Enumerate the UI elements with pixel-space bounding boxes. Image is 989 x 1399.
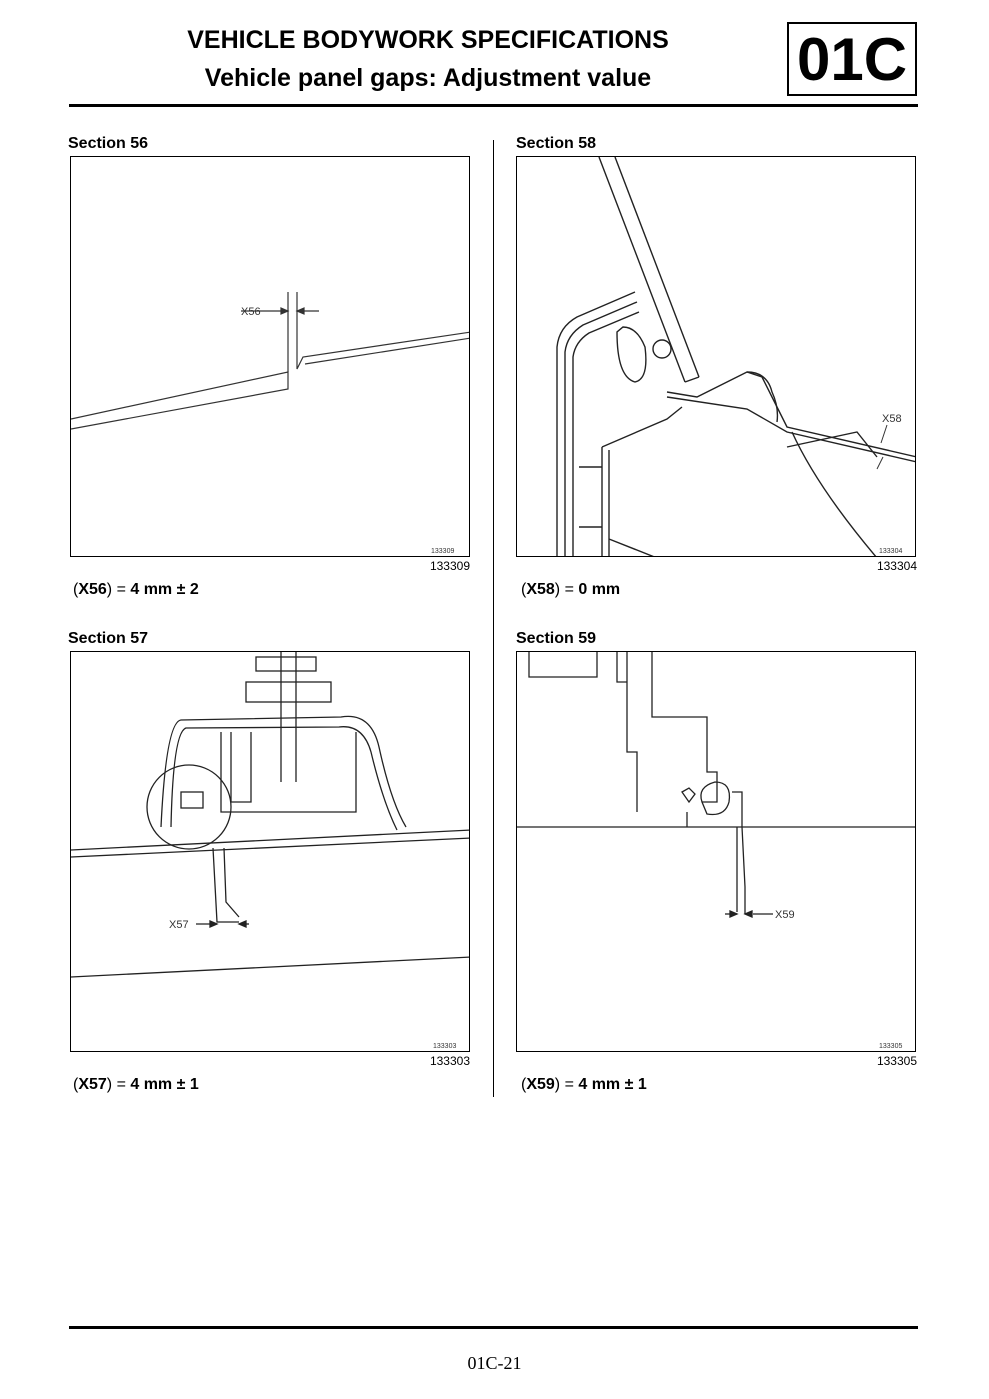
section-58-spec: (X58) = 0 mm (521, 581, 621, 598)
section-56-spec: (X56) = 4 mm ± 2 (73, 581, 199, 598)
column-divider (493, 140, 494, 1097)
section-59-diagram: X59 133305 (517, 652, 915, 1050)
section-57-label: Section 57 (68, 630, 149, 647)
section-57-figure-number: 133303 (429, 1054, 470, 1068)
section-58-stamp: 133304 (879, 548, 902, 555)
section-56-stamp: 133309 (431, 548, 454, 555)
x59-gap-name: X59 (526, 1076, 555, 1093)
footer-rule (69, 1326, 918, 1329)
section-59-stamp: 133305 (879, 1043, 902, 1050)
x59-callout: X59 (775, 909, 795, 921)
section-58-figure-number: 133304 (876, 559, 917, 573)
x56-callout: X56 (241, 306, 261, 318)
section-56-diagram: X56 133309 (71, 292, 469, 555)
section-57-stamp: 133303 (433, 1043, 456, 1050)
header-rule (69, 104, 918, 107)
x57-callout: X57 (169, 919, 189, 931)
section-59-label: Section 59 (516, 630, 597, 647)
document-title: VEHICLE BODYWORK SPECIFICATIONS (187, 26, 669, 54)
section-58-figure: X58 133304 (516, 156, 916, 557)
x58-callout: X58 (882, 413, 902, 425)
section-56-figure: X56 133309 (70, 156, 470, 557)
page-number: 01C-21 (467, 1353, 522, 1373)
x57-gap-value: 4 mm ± 1 (130, 1076, 199, 1093)
x58-gap-value: 0 mm (578, 581, 621, 598)
section-56-label: Section 56 (68, 135, 149, 152)
section-57-diagram: X57 133303 (71, 652, 469, 1050)
x58-gap-name: X58 (526, 581, 555, 598)
section-57-spec: (X57) = 4 mm ± 1 (73, 1076, 199, 1093)
section-59-figure-number: 133305 (876, 1054, 917, 1068)
section-58-diagram: X58 133304 (556, 157, 915, 556)
x57-gap-name: X57 (78, 1076, 107, 1093)
section-59-spec: (X59) = 4 mm ± 1 (521, 1076, 647, 1093)
section-58-label: Section 58 (516, 135, 597, 152)
section-57-figure: X57 133303 (70, 651, 470, 1052)
x56-gap-name: X56 (78, 581, 107, 598)
x59-gap-value: 4 mm ± 1 (578, 1076, 647, 1093)
section-56-figure-number: 133309 (429, 559, 470, 573)
chapter-code-badge: 01C (787, 22, 917, 96)
section-59-figure: X59 133305 (516, 651, 916, 1052)
document-subtitle: Vehicle panel gaps: Adjustment value (204, 64, 652, 92)
x56-gap-value: 4 mm ± 2 (130, 581, 199, 598)
